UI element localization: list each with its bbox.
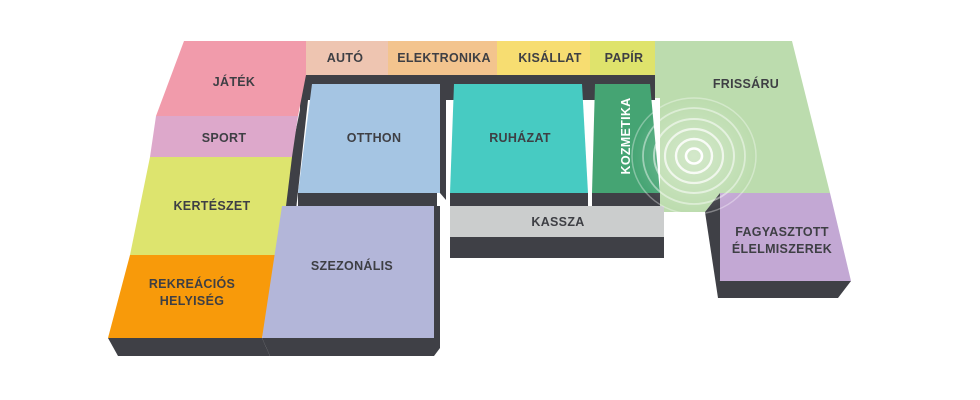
zone-auto-surface	[302, 41, 388, 75]
zone-kozmetika-side	[592, 193, 660, 206]
zone-sport-surface	[150, 116, 298, 157]
zone-auto-label: AUTÓ	[327, 50, 364, 65]
zone-fagyasztott-side-left	[705, 193, 720, 298]
zone-rekreacios-label-line1: REKREÁCIÓS	[149, 276, 235, 291]
zone-rekreacios-label-line2: HELYISÉG	[160, 293, 224, 308]
zone-kisallat[interactable]: KISÁLLAT	[497, 41, 590, 75]
zone-frissaru-label: FRISSÁRU	[713, 76, 779, 91]
zone-kisallat-surface	[497, 41, 590, 75]
zone-kozmetika-label: KOZMETIKA	[619, 98, 633, 175]
signal-ring	[631, 97, 757, 215]
zone-ruhazat-side	[450, 193, 588, 206]
zone-sport[interactable]: SPORT	[150, 116, 298, 157]
zone-kisallat-label: KISÁLLAT	[518, 50, 581, 65]
zone-otthon[interactable]: OTTHON	[298, 84, 440, 193]
zone-fagyasztott-surface	[720, 193, 851, 281]
zone-papir-label: PAPÍR	[605, 50, 644, 65]
zone-elektronika-surface	[388, 41, 497, 75]
zone-fagyasztott-side-bottom	[718, 281, 851, 298]
zone-otthon-surface	[298, 84, 440, 193]
zone-rekreacios-side	[108, 338, 270, 356]
zone-otthon-right-side	[440, 84, 446, 200]
zone-auto[interactable]: AUTÓ	[302, 41, 388, 75]
zone-elektronika[interactable]: ELEKTRONIKA	[388, 41, 497, 75]
zone-kassza-side	[450, 237, 664, 258]
zone-jatek-surface	[156, 41, 306, 116]
signal-ring	[642, 107, 746, 205]
zone-kassza-surface	[450, 206, 664, 237]
zone-otthon-side	[298, 193, 437, 206]
zone-szezonalis-surface	[262, 206, 434, 338]
zone-szezonalis[interactable]: SZEZONÁLIS	[262, 206, 434, 338]
zone-sport-label: SPORT	[202, 131, 247, 145]
zone-kerteszet[interactable]: KERTÉSZET	[130, 157, 292, 255]
zone-szezonalis-label: SZEZONÁLIS	[311, 258, 393, 273]
zone-ruhazat-surface	[450, 84, 588, 193]
zone-fagyasztott-label-line1: FAGYASZTOTT	[735, 225, 829, 239]
signal-ring	[663, 127, 725, 185]
zone-kassza-label: KASSZA	[531, 215, 584, 229]
zone-kerteszet-label: KERTÉSZET	[173, 198, 250, 213]
zone-kerteszet-surface	[130, 157, 292, 255]
zone-szezonalis-right-side	[434, 206, 440, 356]
zone-fagyasztott-label-line2: ÉLELMISZEREK	[732, 241, 832, 256]
zone-jatek-label: JÁTÉK	[213, 74, 255, 89]
zone-ruhazat[interactable]: RUHÁZAT	[450, 84, 588, 193]
zone-elektronika-label: ELEKTRONIKA	[397, 51, 491, 65]
signal-ring	[674, 137, 714, 175]
zone-ruhazat-label: RUHÁZAT	[489, 130, 551, 145]
location-signal-icon	[631, 97, 757, 215]
zone-jatek[interactable]: JÁTÉK	[156, 41, 306, 116]
signal-ring	[653, 118, 735, 194]
zone-rekreacios[interactable]: REKREÁCIÓS HELYISÉG	[108, 255, 280, 338]
zone-szezonalis-side	[262, 338, 434, 356]
zone-fagyasztott[interactable]: FAGYASZTOTT ÉLELMISZEREK	[720, 193, 851, 281]
zone-rekreacios-surface	[108, 255, 280, 338]
zone-kassza[interactable]: KASSZA	[450, 206, 664, 237]
signal-ring	[684, 147, 704, 165]
zone-otthon-label: OTTHON	[347, 131, 402, 145]
zone-papir[interactable]: PAPÍR	[590, 41, 655, 75]
zone-papir-surface	[590, 41, 655, 75]
